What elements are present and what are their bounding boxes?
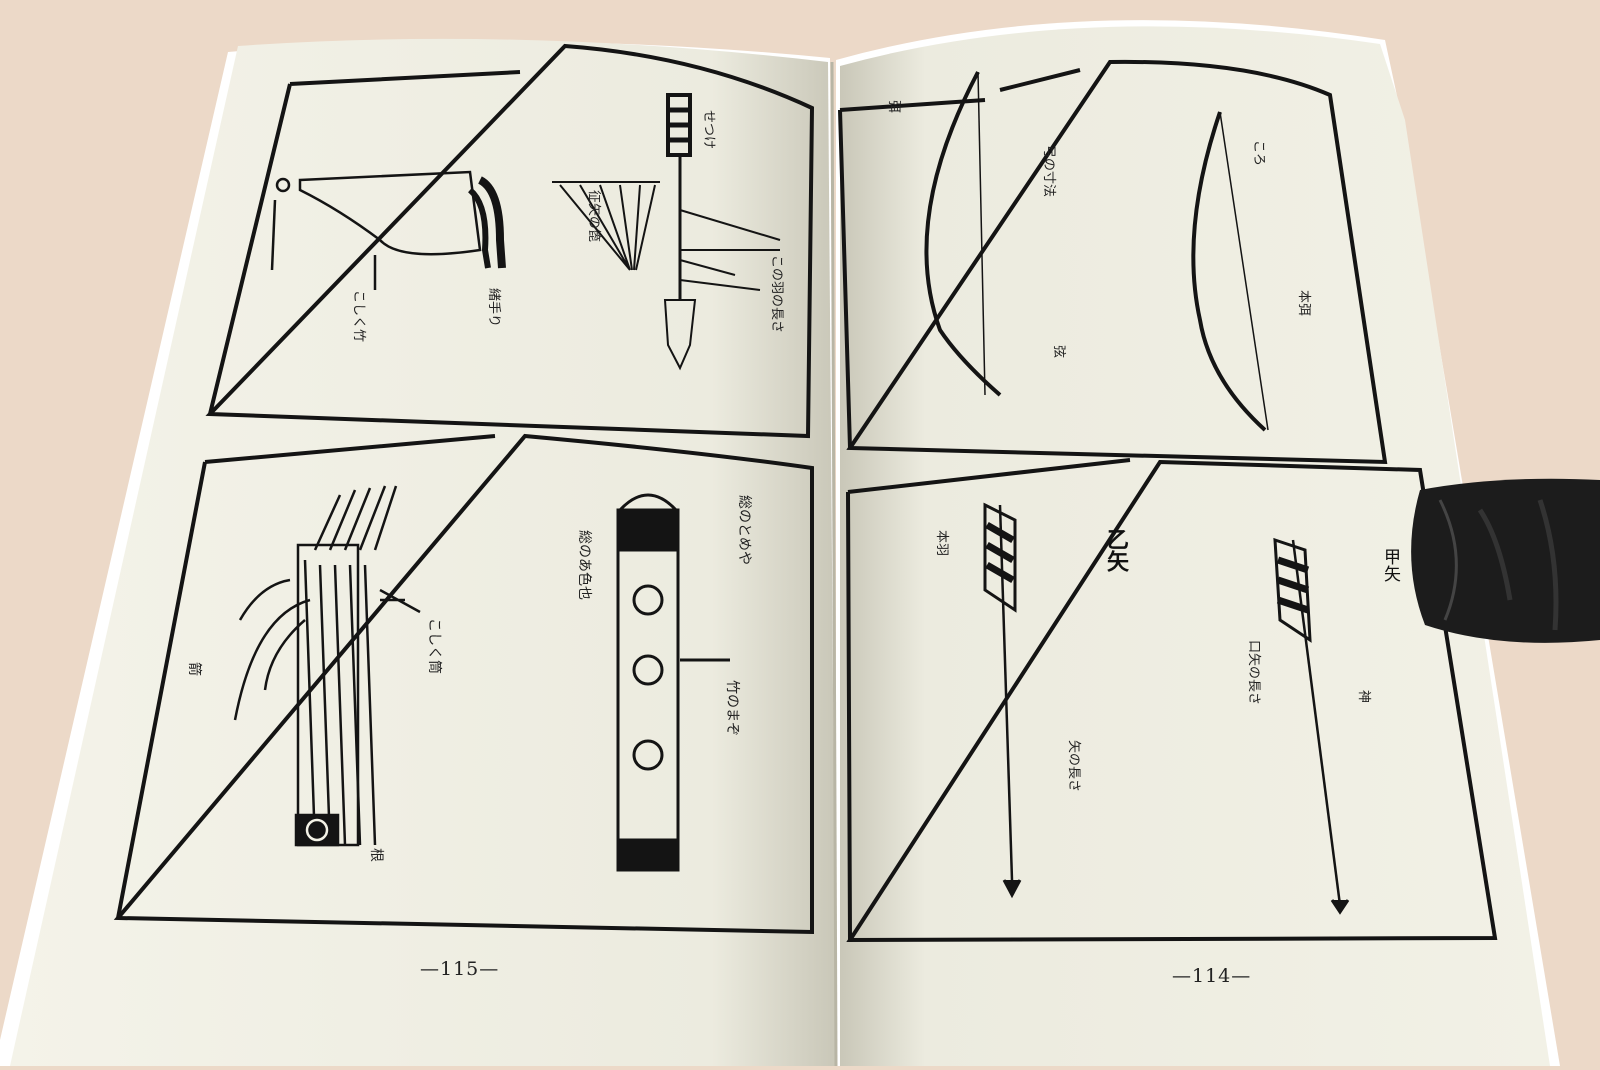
quiver-bundle-drawing <box>233 485 421 847</box>
bow-annotations: 弓の寸法 弭 ころ 本弭 弦 <box>886 100 1311 358</box>
svg-text:総のとめや: 総のとめや <box>736 495 752 565</box>
caption-otsu-ya: 乙矢 <box>1103 528 1129 572</box>
bottom-left-annotations: こしく筒 箭 根 <box>186 618 443 862</box>
svg-text:本弭: 本弭 <box>1296 290 1311 316</box>
left-page-number: —115— <box>420 958 500 980</box>
svg-text:総のあ色也: 総のあ色也 <box>576 530 593 600</box>
bow-drawings <box>924 71 1269 432</box>
top-left-annotations: せつけ 征矢の箆 この羽の長さ 緒手り こしく竹 <box>351 110 784 342</box>
bag-drawing <box>270 170 506 290</box>
book-gutter <box>830 61 838 1067</box>
right-page-number: —114— <box>1172 965 1252 987</box>
arrow-annotations: 本羽 矢の長さ 口矢の長さ 神 <box>934 530 1371 792</box>
arrow-otsu-drawing <box>983 502 1022 899</box>
svg-text:竹のまぞ: 竹のまぞ <box>724 680 740 736</box>
svg-text:口矢の長さ: 口矢の長さ <box>1246 640 1261 705</box>
svg-text:この羽の長さ: この羽の長さ <box>769 255 784 333</box>
quiver-tube-drawing <box>616 493 730 872</box>
arrow-ko-drawing <box>1273 537 1350 915</box>
frame-arrows <box>846 458 1498 943</box>
frame-bows <box>838 59 1388 465</box>
svg-text:弭: 弭 <box>886 100 901 113</box>
frame-quiver <box>113 433 814 935</box>
arrow-fan-drawing <box>552 93 781 371</box>
left-page <box>10 38 836 1066</box>
frame-quiver-bag <box>205 43 815 439</box>
svg-text:征矢の箆: 征矢の箆 <box>586 190 602 242</box>
svg-text:こしく竹: こしく竹 <box>351 290 366 342</box>
svg-text:ころ: ころ <box>1251 140 1266 166</box>
caption-ko-ya: 甲矢 <box>1380 548 1400 582</box>
svg-text:こしく筒: こしく筒 <box>426 618 443 674</box>
svg-text:矢の長さ: 矢の長さ <box>1066 740 1081 792</box>
svg-text:せつけ: せつけ <box>701 110 716 149</box>
svg-text:弦: 弦 <box>1051 345 1067 358</box>
svg-text:緒手り: 緒手り <box>486 288 501 327</box>
tube-annotations: 総のとめや 竹のまぞ 総のあ色也 <box>576 495 752 736</box>
svg-text:箭: 箭 <box>186 662 203 676</box>
svg-text:本羽: 本羽 <box>934 530 949 556</box>
svg-text:根: 根 <box>368 848 384 862</box>
right-page <box>840 26 1550 1066</box>
svg-text:弓の寸法: 弓の寸法 <box>1041 145 1056 197</box>
svg-text:神: 神 <box>1356 690 1371 703</box>
knife-handle <box>1411 478 1600 643</box>
